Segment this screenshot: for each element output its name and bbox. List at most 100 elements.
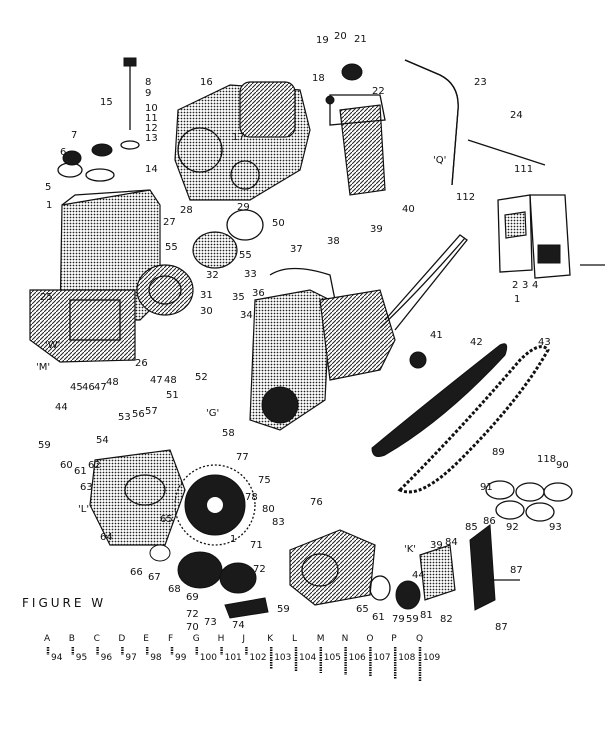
label-69: 69 [186, 592, 199, 603]
label-92: 92 [506, 522, 519, 533]
label-28: 28 [180, 205, 193, 216]
label-10: 10 [145, 103, 158, 114]
label-48b: 48 [164, 375, 177, 386]
label-20: 20 [334, 31, 347, 42]
label-75: 75 [258, 475, 271, 486]
hardware-letter-E: E [143, 634, 149, 644]
assembled-chainsaw [249, 234, 468, 431]
label-40: 40 [402, 204, 415, 215]
label-66: 66 [130, 567, 143, 578]
label-44b: 44 [412, 570, 425, 581]
label-30: 30 [200, 306, 213, 317]
hardware-number-99: 99 [175, 653, 187, 663]
label-45: 45 [70, 382, 83, 393]
label-27: 27 [163, 217, 176, 228]
hardware-number-100: 100 [200, 653, 217, 663]
label-L-left: 'L' [78, 504, 89, 515]
label-79: 79 [392, 614, 405, 625]
label-70: 70 [186, 622, 199, 633]
label-14: 14 [145, 164, 158, 175]
hardware-letter-O: O [366, 634, 373, 644]
label-15: 15 [100, 97, 113, 108]
hardware-number-97: 97 [125, 653, 136, 663]
label-36: 36 [252, 288, 265, 299]
label-23: 23 [474, 77, 487, 88]
clutch-drum [149, 544, 269, 619]
label-59c: 59 [406, 614, 419, 625]
label-55b: 55 [239, 250, 252, 261]
hardware-letter-A: A [44, 634, 51, 644]
hardware-letter-N: N [342, 634, 349, 644]
label-118: 118 [537, 454, 556, 465]
label-60: 60 [60, 460, 73, 471]
hardware-number-109: 109 [423, 653, 440, 663]
cylinder-housing [29, 189, 161, 363]
label-1: 1 [46, 200, 52, 211]
hardware-letter-J: J [241, 634, 245, 644]
label-17: 17 [232, 132, 245, 143]
label-35: 35 [232, 292, 245, 303]
hardware-number-105: 105 [324, 653, 341, 663]
label-77: 77 [236, 452, 249, 463]
flywheel [174, 464, 256, 546]
hardware-legend: A94B95C96D97E98F99G100H101J102K103L104M1… [44, 634, 440, 681]
hardware-number-98: 98 [150, 653, 162, 663]
label-59b: 59 [277, 604, 290, 615]
label-91: 91 [480, 482, 493, 493]
label-74: 74 [232, 620, 245, 631]
hardware-number-95: 95 [76, 653, 87, 663]
label-64: 64 [100, 532, 113, 543]
label-90: 90 [556, 460, 569, 471]
label-5: 5 [45, 182, 51, 193]
hardware-letter-Q: Q [416, 634, 423, 644]
label-18: 18 [312, 73, 325, 84]
label-52: 52 [195, 372, 208, 383]
label-59: 59 [38, 440, 51, 451]
label-21: 21 [354, 34, 367, 45]
hardware-letter-H: H [218, 634, 225, 644]
label-63: 63 [80, 482, 93, 493]
label-53: 53 [118, 412, 131, 423]
label-2: 2 [512, 280, 518, 291]
label-6: 6 [60, 147, 66, 158]
label-29: 29 [237, 202, 250, 213]
label-46: 46 [82, 382, 95, 393]
label-67: 67 [148, 572, 161, 583]
label-12: 12 [145, 123, 158, 134]
label-71: 71 [250, 540, 263, 551]
hardware-number-101: 101 [225, 653, 242, 663]
label-32: 32 [206, 270, 219, 281]
hardware-letter-D: D [118, 634, 125, 644]
label-48: 48 [106, 377, 119, 388]
label-19: 19 [316, 35, 329, 46]
hardware-number-106: 106 [349, 653, 366, 663]
label-13: 13 [145, 133, 158, 144]
hardware-letter-P: P [391, 634, 397, 644]
label-56: 56 [132, 409, 145, 420]
label-80: 80 [262, 504, 275, 515]
label-37: 37 [290, 244, 303, 255]
label-57: 57 [145, 406, 158, 417]
label-62: 62 [88, 460, 101, 471]
label-33: 33 [244, 269, 257, 280]
label-51: 51 [166, 390, 179, 401]
label-54: 54 [96, 435, 109, 446]
label-55: 55 [165, 242, 178, 253]
label-39b: 39 [430, 540, 443, 551]
hardware-number-94: 94 [51, 653, 63, 663]
label-44: 44 [55, 402, 68, 413]
label-34: 34 [240, 310, 253, 321]
label-16: 16 [200, 77, 213, 88]
hardware-number-102: 102 [249, 653, 266, 663]
label-83: 83 [272, 517, 285, 528]
hardware-number-103: 103 [274, 653, 291, 663]
label-84: 84 [445, 537, 458, 548]
label-26: 26 [135, 358, 148, 369]
engine-block [174, 81, 311, 201]
hardware-letter-K: K [267, 634, 274, 644]
label-78: 78 [245, 492, 258, 503]
front-handle [404, 59, 546, 186]
label-W-left: 'W' [45, 340, 60, 351]
label-93: 93 [549, 522, 562, 533]
